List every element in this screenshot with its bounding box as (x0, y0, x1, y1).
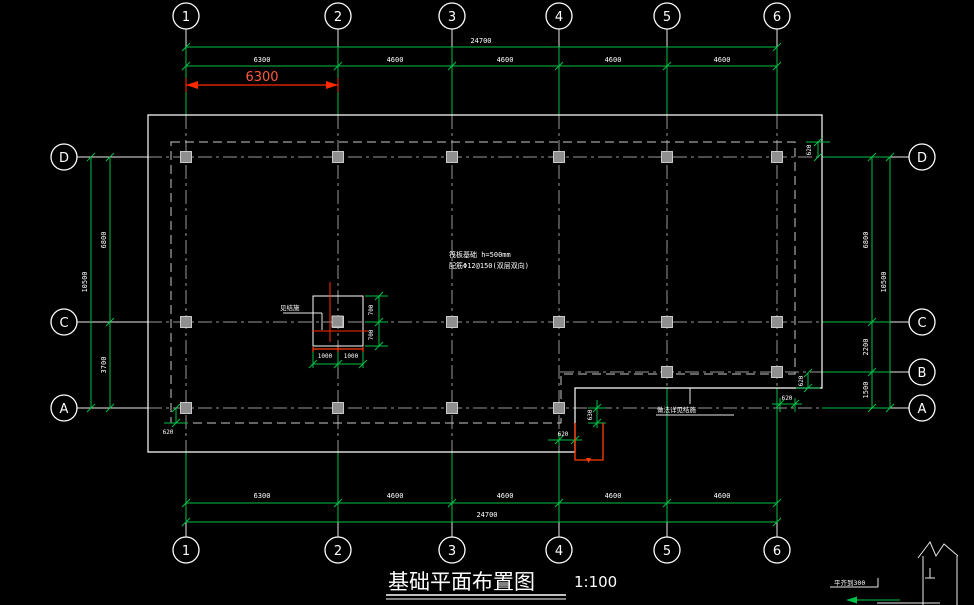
sump-pit (574, 423, 604, 463)
grid-label-5: 5 (663, 10, 671, 25)
drawing-title-block: 基础平面布置图 1:100 (386, 570, 617, 600)
dim-left-seg1: 6800 (100, 232, 108, 249)
grid-label-2b: 2 (334, 544, 342, 559)
dim-left-total: 10500 (81, 271, 89, 292)
grid-label-3b: 3 (448, 544, 456, 559)
footing-detail (283, 282, 368, 352)
dim-top-seg3: 4600 (497, 56, 514, 64)
highlight-dimension-red (185, 78, 339, 92)
drawing-title: 基础平面布置图 (388, 570, 535, 594)
grid-label-4b: 4 (555, 544, 563, 559)
foundation-outer-outline (147, 114, 823, 453)
grid-label-6: 6 (773, 10, 781, 25)
footing-leader-line (283, 312, 323, 330)
dim-bottom-seg2: 4600 (387, 492, 404, 500)
grid-label-A-left: A (60, 402, 69, 417)
dim-top-seg5: 4600 (714, 56, 731, 64)
dim-footing-w2: 1000 (344, 353, 359, 360)
dim-offset-top-right: 620 (806, 144, 813, 155)
dim-offset-right-step: 620 (798, 375, 805, 386)
dim-right-seg2: 2200 (862, 339, 870, 356)
dim-pit-offset-y: 630 (587, 409, 594, 420)
dim-bottom-seg1: 6300 (254, 492, 271, 500)
grid-label-6b: 6 (773, 544, 781, 559)
dim-bottom-seg3: 4600 (497, 492, 514, 500)
dim-right-seg3: 1500 (862, 382, 870, 399)
dim-offset-bottom-left: 620 (163, 429, 174, 436)
grid-label-1b: 1 (182, 544, 190, 559)
grid-label-1: 1 (182, 10, 190, 25)
dim-footing-h1: 700 (368, 304, 375, 315)
grid-bubble-labels: 1 2 3 4 5 6 1 2 3 4 5 6 D C A D C B A (59, 10, 927, 559)
dim-top-seg4: 4600 (605, 56, 622, 64)
grid-label-D-right: D (917, 151, 927, 166)
grid-extensions-white (77, 29, 909, 537)
slab-edge-dashed-outline (170, 141, 796, 424)
break-line-icon (917, 541, 959, 559)
footing-leader-note: 见结施 (280, 303, 300, 312)
grid-label-B-right: B (918, 366, 927, 381)
arrow-icon (846, 596, 857, 604)
section-detail-symbol (830, 541, 959, 605)
dimension-lines (86, 42, 895, 527)
drawing-scale: 1:100 (574, 573, 617, 591)
grid-label-A-right: A (918, 402, 927, 417)
dim-bottom-total: 24700 (476, 511, 497, 519)
footing-crosshair (312, 282, 368, 342)
slab-note-line2: 配筋Φ12@150(双层双向) (449, 261, 529, 270)
step-note: 做法详见结施 (657, 405, 697, 414)
grid-label-C-left: C (59, 316, 68, 331)
step-note-leader (656, 388, 734, 416)
footing-column (331, 315, 344, 328)
annotation-notes: 见结施 筏板基础 h=500mm 配筋Φ12@150(双层双向) 做法详见结施 … (280, 250, 865, 587)
grid-label-C-right: C (917, 316, 926, 331)
dim-bottom-seg4: 4600 (605, 492, 622, 500)
grid-extensions-green (185, 47, 890, 522)
grid-label-3: 3 (448, 10, 456, 25)
dim-highlight-6300: 6300 (245, 70, 278, 85)
dim-top-seg1: 6300 (254, 56, 271, 64)
grid-bubbles (50, 2, 936, 564)
grid-label-5b: 5 (663, 544, 671, 559)
grid-label-D-left: D (59, 151, 69, 166)
grid-centerlines (148, 115, 822, 452)
dim-right-seg1: 6800 (862, 232, 870, 249)
column-squares (180, 151, 783, 414)
slab-note-line1: 筏板基础 h=500mm (449, 250, 511, 259)
dim-footing-h2: 700 (368, 329, 375, 340)
dim-top-seg2: 4600 (387, 56, 404, 64)
dim-bottom-seg5: 4600 (714, 492, 731, 500)
dim-top-total: 24700 (470, 37, 491, 45)
corner-note: 平齐到300 (834, 578, 865, 587)
grid-label-4: 4 (555, 10, 563, 25)
dim-offset-bottom-right: 620 (782, 395, 793, 402)
dim-right-total: 10500 (880, 271, 888, 292)
dim-pit-offset-x: 620 (558, 431, 569, 438)
grid-label-2: 2 (334, 10, 342, 25)
dim-left-seg2: 3700 (100, 357, 108, 374)
dim-footing-w1: 1000 (318, 353, 333, 360)
dimension-texts: 24700 6300 4600 4600 4600 4600 6300 6300… (81, 37, 888, 519)
